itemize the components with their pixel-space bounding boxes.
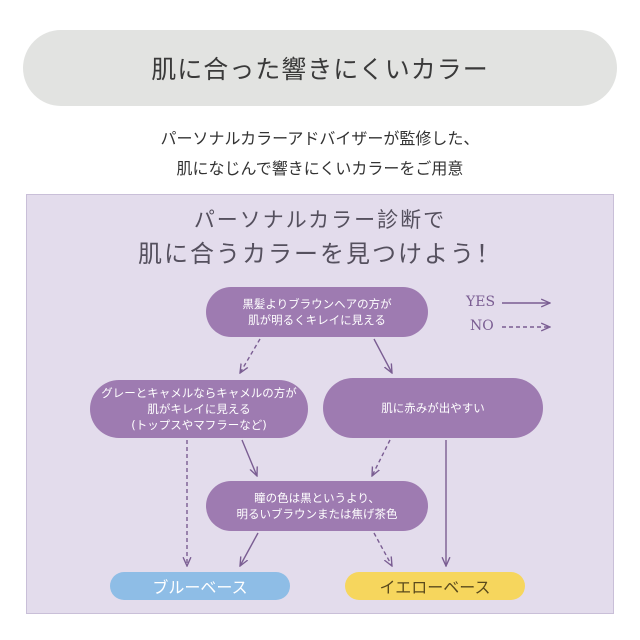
question-node-1: 黒髪よりブラウンヘアの方が 肌が明るくキレイに見える (206, 287, 428, 337)
arrow-q3-no (372, 439, 391, 476)
result-blue-base: ブルーベース (110, 572, 290, 600)
question-4-line-2: 明るいブラウンまたは焦げ茶色 (236, 507, 398, 521)
question-2-line-1: グレーとキャメルならキャメルの方が (101, 386, 297, 400)
diagram-title-line-2: 肌に合うカラーを見つけよう！ (138, 240, 502, 268)
question-1-line-1: 黒髪よりブラウンヘアの方が (242, 297, 392, 311)
question-4-line-1: 瞳の色は黒というより、 (254, 491, 380, 505)
question-node-2: グレーとキャメルならキャメルの方が 肌がキレイに見える (トップスやマフラーなど… (90, 380, 308, 438)
arrow-q4-yes (240, 532, 259, 566)
question-2-line-2: 肌がキレイに見える (147, 402, 251, 416)
arrow-q4-no (373, 532, 392, 566)
intro-line-1: パーソナルカラーアドバイザーが監修した、 (160, 129, 480, 148)
arrow-q1-no (240, 338, 261, 373)
diagram-title-line-1: パーソナルカラー診断で (193, 208, 447, 232)
page-title: 肌に合った響きにくいカラー (23, 30, 617, 106)
arrow-q1-yes (373, 338, 392, 373)
legend-no: NO (470, 318, 494, 334)
question-3-line-1: 肌に赤みが出やすい (381, 401, 485, 415)
result-yellow-base: イエローベース (345, 572, 525, 600)
legend-yes: YES (466, 294, 496, 310)
question-node-4: 瞳の色は黒というより、 明るいブラウンまたは焦げ茶色 (206, 481, 428, 531)
question-node-3: 肌に赤みが出やすい (323, 378, 543, 438)
intro-line-2: 肌になじんで響きにくいカラーをご用意 (176, 159, 464, 178)
question-1-line-2: 肌が明るくキレイに見える (248, 313, 386, 327)
arrow-q2-yes (241, 439, 257, 476)
question-2-line-3: (トップスやマフラーなど) (131, 418, 267, 432)
